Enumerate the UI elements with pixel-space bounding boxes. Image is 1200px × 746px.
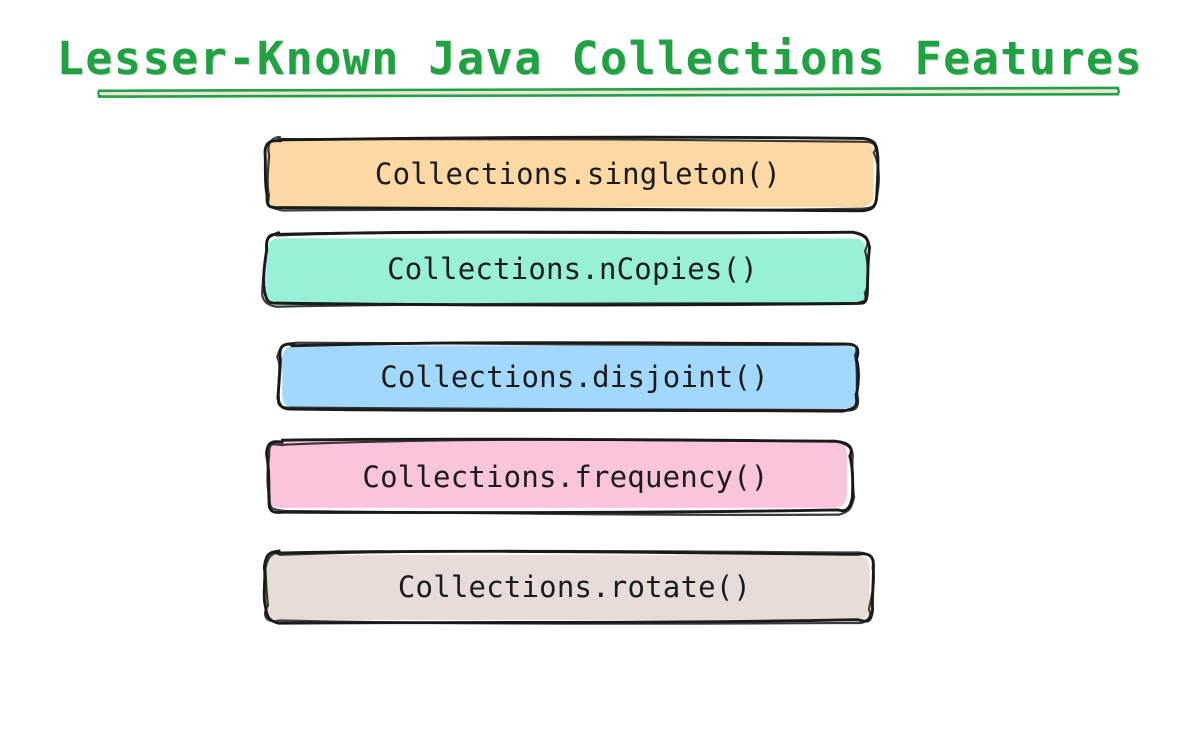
title-underline-rule — [97, 86, 1120, 98]
feature-box-outline — [261, 230, 870, 308]
feature-box-outline — [266, 438, 856, 517]
feature-box-shape — [261, 230, 872, 308]
page-title-block: Lesser-Known Java Collections Features — [0, 32, 1200, 98]
feature-box-outline — [264, 549, 875, 625]
feature-box-fill — [266, 140, 874, 208]
feature-box[interactable]: Collections.rotate() — [262, 549, 875, 625]
feature-box-fill — [265, 554, 870, 620]
feature-box[interactable]: Collections.singleton() — [263, 135, 880, 213]
feature-box[interactable]: Collections.disjoint() — [276, 341, 860, 413]
feature-box-fill — [266, 238, 867, 306]
feature-box-outline — [262, 549, 875, 625]
page-title: Lesser-Known Java Collections Features — [56, 32, 1144, 85]
feature-box-shape — [263, 135, 880, 213]
feature-box[interactable]: Collections.frequency() — [265, 437, 856, 517]
feature-box-fill — [282, 345, 859, 409]
feature-box-outline — [276, 341, 860, 412]
feature-box-shape — [265, 437, 856, 517]
feature-box-fill — [266, 440, 847, 508]
feature-box-shape — [276, 341, 860, 413]
feature-box-outline — [263, 135, 880, 213]
feature-box-shape — [262, 549, 875, 625]
feature-box[interactable]: Collections.nCopies() — [261, 230, 872, 308]
feature-box-outline — [266, 136, 880, 212]
